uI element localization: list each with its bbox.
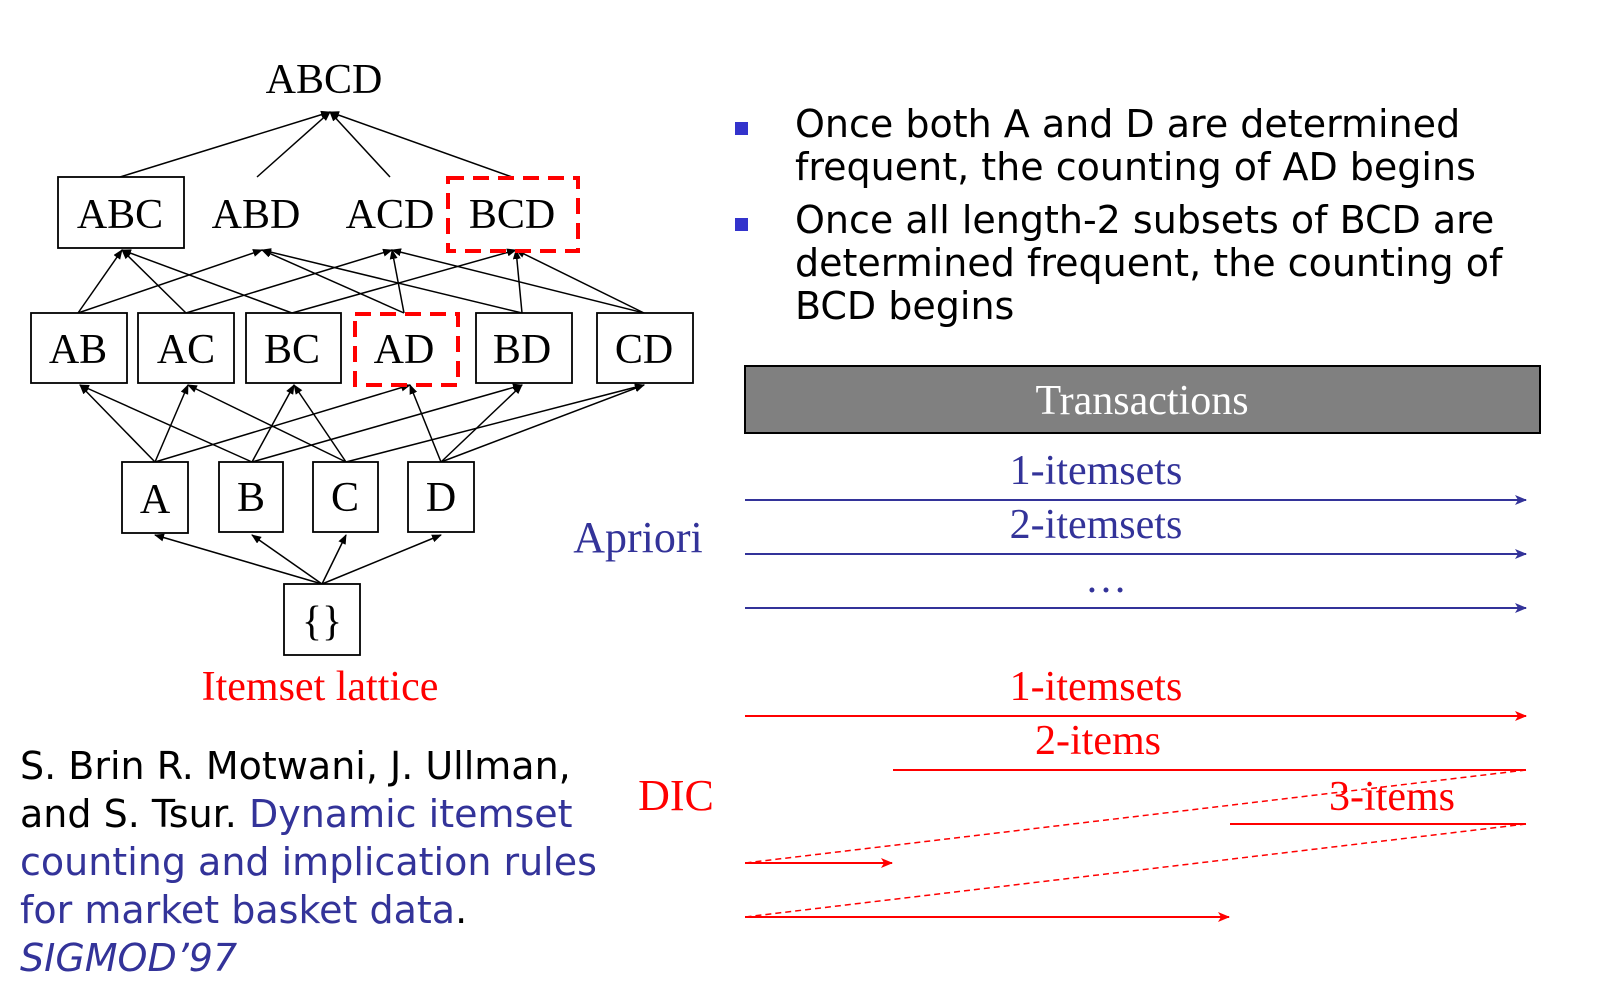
- edge: [321, 534, 347, 585]
- node-box-d: [407, 461, 475, 533]
- citation-authors: S. Brin R. Motwani, J. Ullman, and S. Ts…: [20, 744, 571, 836]
- node-c: C: [331, 475, 359, 521]
- node-ac: AC: [157, 327, 215, 373]
- edge: [185, 248, 393, 314]
- edge: [389, 249, 405, 314]
- apriori-pass-2-label: 2-itemsets: [1010, 502, 1183, 548]
- node-box-bc: [245, 312, 342, 384]
- bullet-item: Once all length-2 subsets of BCD are det…: [735, 199, 1595, 328]
- node-box-empty-set: [283, 583, 361, 656]
- node-bcd: BCD: [469, 192, 555, 238]
- highlight-bcd: [446, 176, 580, 253]
- edge: [440, 384, 645, 463]
- edge: [345, 383, 645, 463]
- edge: [261, 249, 405, 314]
- apriori-pass-3-label: …: [1085, 556, 1127, 602]
- dic-pass-1-label: 1-itemsets: [1010, 664, 1183, 710]
- edge: [440, 384, 523, 463]
- node-empty-set: {}: [302, 599, 342, 645]
- edge: [515, 249, 645, 314]
- citation: S. Brin R. Motwani, J. Ullman, and S. Ts…: [20, 742, 640, 982]
- edge: [121, 249, 187, 314]
- node-bd: BD: [493, 327, 551, 373]
- node-abc: ABC: [77, 192, 163, 238]
- edge: [154, 383, 411, 463]
- edge: [154, 384, 189, 463]
- edge: [321, 534, 442, 585]
- bullet-item: Once both A and D are determined frequen…: [735, 103, 1595, 189]
- apriori-pass-1-label: 1-itemsets: [1010, 448, 1183, 494]
- lattice-caption: Itemset lattice: [202, 664, 439, 710]
- citation-title: Dynamic itemset counting and implication…: [20, 792, 597, 932]
- dic-pass-2-label: 2-items: [1035, 718, 1161, 764]
- node-box-cd: [596, 312, 694, 384]
- itemset-lattice: [77, 110, 645, 585]
- apriori-label: Apriori: [573, 513, 703, 562]
- bullet-list: Once both A and D are determined frequen…: [735, 103, 1595, 338]
- edge: [251, 383, 523, 463]
- edge: [256, 111, 331, 178]
- node-box-a: [121, 461, 189, 534]
- edge: [187, 384, 347, 463]
- node-ab: AB: [49, 327, 107, 373]
- edge: [77, 249, 123, 314]
- node-cd: CD: [615, 327, 673, 373]
- node-box-c: [312, 461, 379, 533]
- highlight-ad: [353, 312, 460, 387]
- node-b: B: [237, 475, 265, 521]
- edge: [154, 533, 323, 585]
- node-box-ac: [137, 312, 235, 384]
- citation-separator: .: [455, 888, 468, 932]
- edge: [391, 248, 645, 314]
- node-box-bd: [475, 312, 573, 384]
- dic-pass-3-label: 3-items: [1329, 774, 1455, 820]
- bullet-text: Once both A and D are determined frequen…: [795, 102, 1476, 189]
- edge: [261, 248, 523, 314]
- edge: [77, 249, 263, 314]
- edge: [119, 110, 331, 178]
- node-d: D: [426, 475, 456, 521]
- bullet-text: Once all length-2 subsets of BCD are det…: [795, 198, 1503, 328]
- citation-venue: SIGMOD’97: [20, 936, 238, 980]
- node-box-b: [218, 461, 284, 533]
- transactions-header-bar: [744, 365, 1541, 434]
- edge: [329, 111, 391, 178]
- edge: [409, 384, 442, 463]
- node-abd: ABD: [212, 192, 301, 238]
- node-ad: AD: [374, 327, 435, 373]
- node-box-ab: [30, 312, 128, 384]
- bullet-square-icon: [735, 122, 748, 135]
- edge: [329, 111, 513, 178]
- node-a: A: [140, 477, 171, 523]
- node-bc: BC: [264, 327, 320, 373]
- node-acd: ACD: [346, 192, 435, 238]
- dic-label: DIC: [638, 771, 714, 820]
- edge: [251, 384, 295, 463]
- transactions-header: Transactions: [1035, 378, 1248, 424]
- edge: [291, 248, 517, 314]
- dic-wrap-dashed-1: [744, 769, 1527, 864]
- edge: [79, 384, 253, 463]
- dic-wrap-dashed-2: [744, 823, 1527, 918]
- edge: [79, 384, 156, 463]
- bullet-square-icon: [735, 218, 748, 231]
- edge: [293, 384, 347, 463]
- edge: [251, 534, 323, 585]
- node-abcd: ABCD: [266, 57, 383, 103]
- node-box-abc: [57, 176, 185, 249]
- edge: [121, 249, 293, 314]
